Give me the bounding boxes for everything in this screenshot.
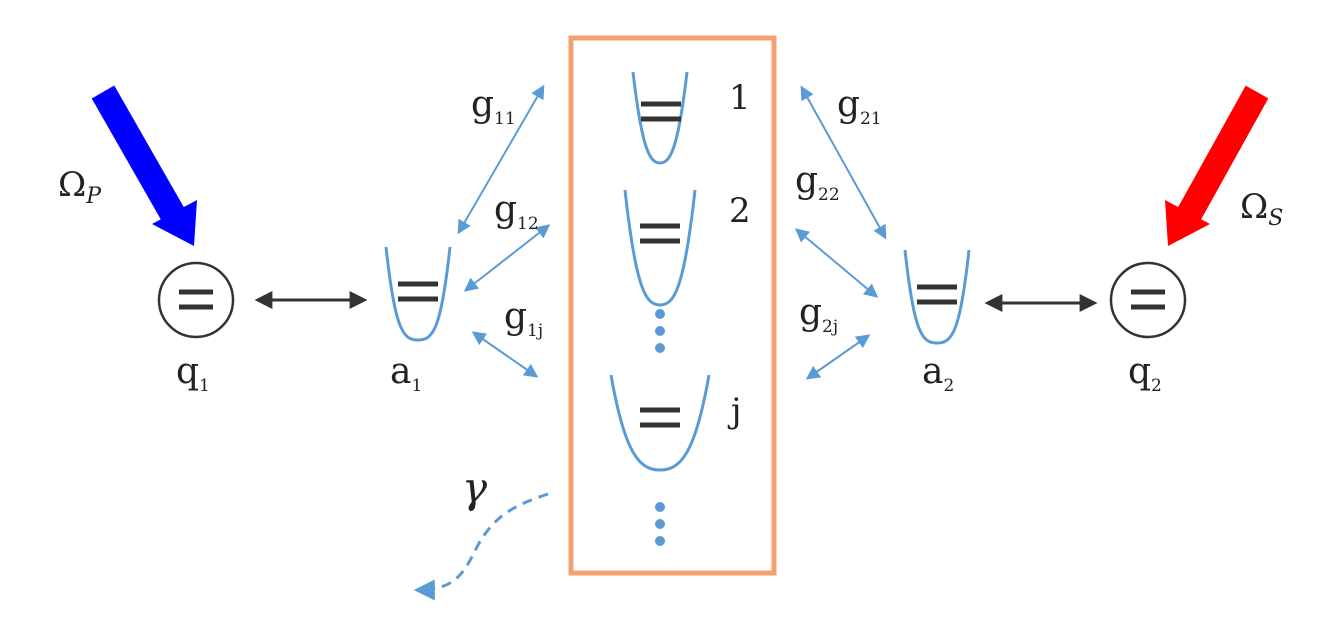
g22-sub: 22	[818, 185, 840, 205]
g1j-coupling-arrow	[471, 331, 539, 378]
q2-label: q2	[1128, 351, 1162, 396]
g11-sub: 11	[494, 109, 516, 129]
q1-base: q	[176, 351, 199, 392]
q2-base: q	[1128, 351, 1151, 392]
g2j-sub: 2j	[822, 317, 838, 337]
mode-1-well	[631, 71, 689, 165]
gamma-label: γ	[462, 463, 488, 512]
g21-label: g21	[837, 84, 882, 129]
qubit-q2	[1109, 261, 1187, 339]
g11-base: g	[471, 84, 494, 125]
mode-ellipsis-upper	[655, 309, 665, 353]
mode-2-well	[623, 189, 697, 307]
g22-label: g22	[795, 160, 840, 205]
a1-sub: 1	[411, 376, 422, 396]
decay-arrow	[413, 492, 549, 601]
g11-label: g11	[471, 84, 516, 129]
q1-label: q1	[176, 351, 210, 396]
g2j-coupling-arrow	[805, 334, 871, 380]
a1-base: a	[390, 351, 411, 392]
omega-p-base: Ω	[58, 165, 86, 205]
g22-coupling-arrow	[794, 228, 879, 298]
g21-coupling-arrow	[800, 85, 887, 240]
a1-label: a1	[390, 351, 422, 396]
resonator-a2	[903, 249, 971, 345]
omega-s-sub: S	[1268, 206, 1283, 231]
g12-base: g	[494, 189, 517, 230]
g12-sub: 12	[517, 214, 539, 234]
mode-2-label: 2	[729, 191, 751, 231]
q2-sub: 2	[1151, 376, 1162, 396]
g2j-label: g2j	[799, 292, 838, 337]
omega-p-label: ΩP	[58, 165, 102, 209]
a2-label: a2	[922, 351, 954, 396]
g21-sub: 21	[860, 109, 882, 129]
g12-coupling-arrow	[463, 224, 551, 292]
g12-label: g12	[494, 189, 539, 234]
omega-s-label: ΩS	[1240, 187, 1283, 231]
mode-ellipsis-lower	[655, 502, 665, 546]
q1-sub: 1	[199, 376, 210, 396]
qubit-q1	[157, 261, 235, 339]
a2-sub: 2	[943, 376, 954, 396]
omega-s-base: Ω	[1240, 187, 1268, 227]
mode-1-label: 1	[729, 78, 751, 118]
g22-base: g	[795, 160, 818, 201]
g21-base: g	[837, 84, 860, 125]
mode-j-well	[609, 374, 711, 472]
g1j-base: g	[504, 296, 527, 337]
omega-p-sub: P	[85, 184, 102, 209]
stokes-drive-arrow	[1165, 85, 1269, 246]
resonator-a1	[384, 246, 452, 342]
pump-drive-arrow	[91, 85, 197, 246]
mode-j-label: j	[727, 391, 742, 431]
g2j-base: g	[799, 292, 822, 333]
g11-coupling-arrow	[457, 84, 545, 235]
multimode-box	[568, 35, 777, 576]
g1j-label: g1j	[504, 296, 543, 341]
g1j-sub: 1j	[527, 321, 543, 341]
a2-base: a	[922, 351, 943, 392]
